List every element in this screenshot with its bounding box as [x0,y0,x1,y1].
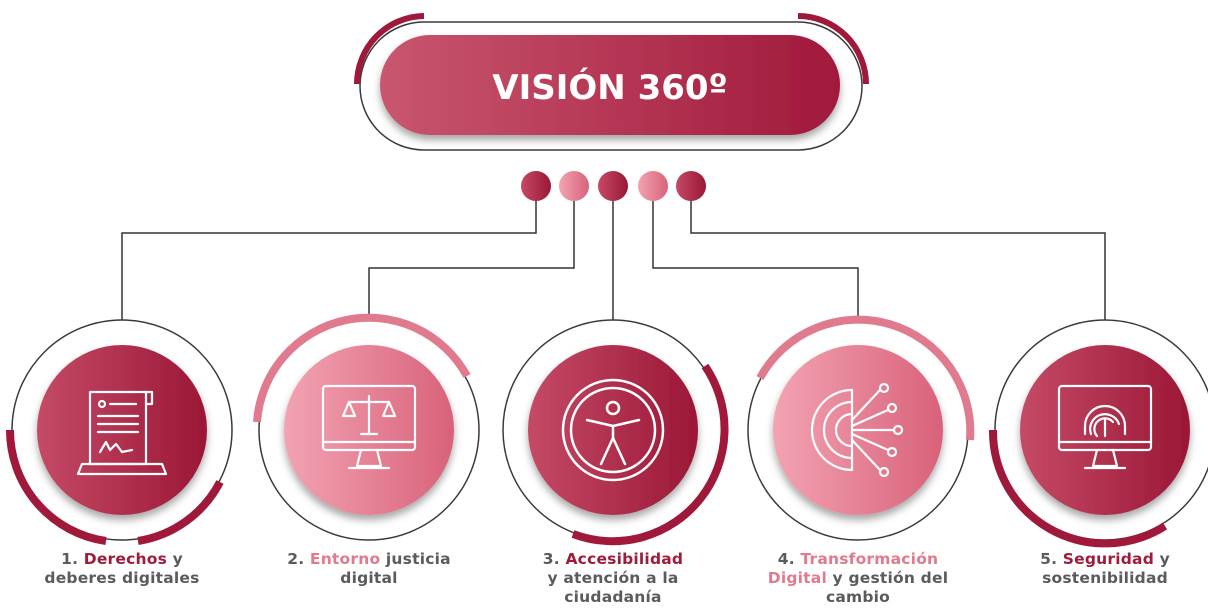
caption-5-line2: sostenibilidad [1042,569,1168,587]
pillar-3 [502,319,729,546]
caption-5-number: 5. [1040,550,1058,568]
pillar-1 [5,319,233,545]
caption-5: 5. Seguridad y sostenibilidad [990,550,1208,588]
document-signature-laptop-icon [76,390,168,476]
caption-1-number: 1. [61,550,79,568]
title-pill [380,35,840,135]
connector-dots [521,171,706,201]
pillar-5 [988,319,1208,548]
caption-3-line3: ciudadanía [564,588,662,606]
caption-4-highlight2: Digital [767,569,827,587]
pillar-2 [253,313,480,541]
caption-4-highlight: Transformación [800,550,939,568]
caption-5-rest: y [1154,550,1170,568]
caption-2-line2: digital [340,569,398,587]
caption-1-line2: deberes digitales [44,569,200,587]
monitor-scales-of-justice-icon [321,384,417,470]
dot-2 [559,171,589,201]
caption-1-rest: y [167,550,183,568]
caption-3-line2: y atención a la [547,569,679,587]
caption-4-line2: y gestión del [826,569,949,587]
caption-3: 3. Accesibilidad y atención a la ciudada… [498,550,728,607]
caption-2-number: 2. [287,550,305,568]
dot-3 [598,171,628,201]
caption-4-line3: cambio [825,588,891,606]
caption-1-highlight: Derechos [83,550,167,568]
monitor-fingerprint-icon [1057,384,1153,470]
caption-3-number: 3. [542,550,560,568]
pillar-4 [747,315,975,541]
caption-2-rest: justicia [380,550,451,568]
caption-5-highlight: Seguridad [1062,550,1154,568]
gear-circuit-icon [810,382,904,478]
dot-1 [521,171,551,201]
connectors [121,187,1106,320]
title-text: VISIÓN 360º [492,67,727,108]
accessibility-person-icon [561,378,665,482]
caption-4: 4. Transformación Digital y gestión del … [743,550,973,607]
caption-2-highlight: Entorno [309,550,381,568]
caption-1: 1. Derechos y deberes digitales [7,550,237,588]
caption-4-number: 4. [777,550,795,568]
caption-2: 2. Entorno justicia digital [254,550,484,588]
title-badge: VISIÓN 360º [354,13,869,151]
caption-3-highlight: Accesibilidad [565,550,684,568]
connector-5 [690,187,1106,320]
connector-4 [652,187,859,320]
connector-1 [121,187,537,320]
connector-2 [368,187,575,320]
dot-4 [638,171,668,201]
dot-5 [676,171,706,201]
